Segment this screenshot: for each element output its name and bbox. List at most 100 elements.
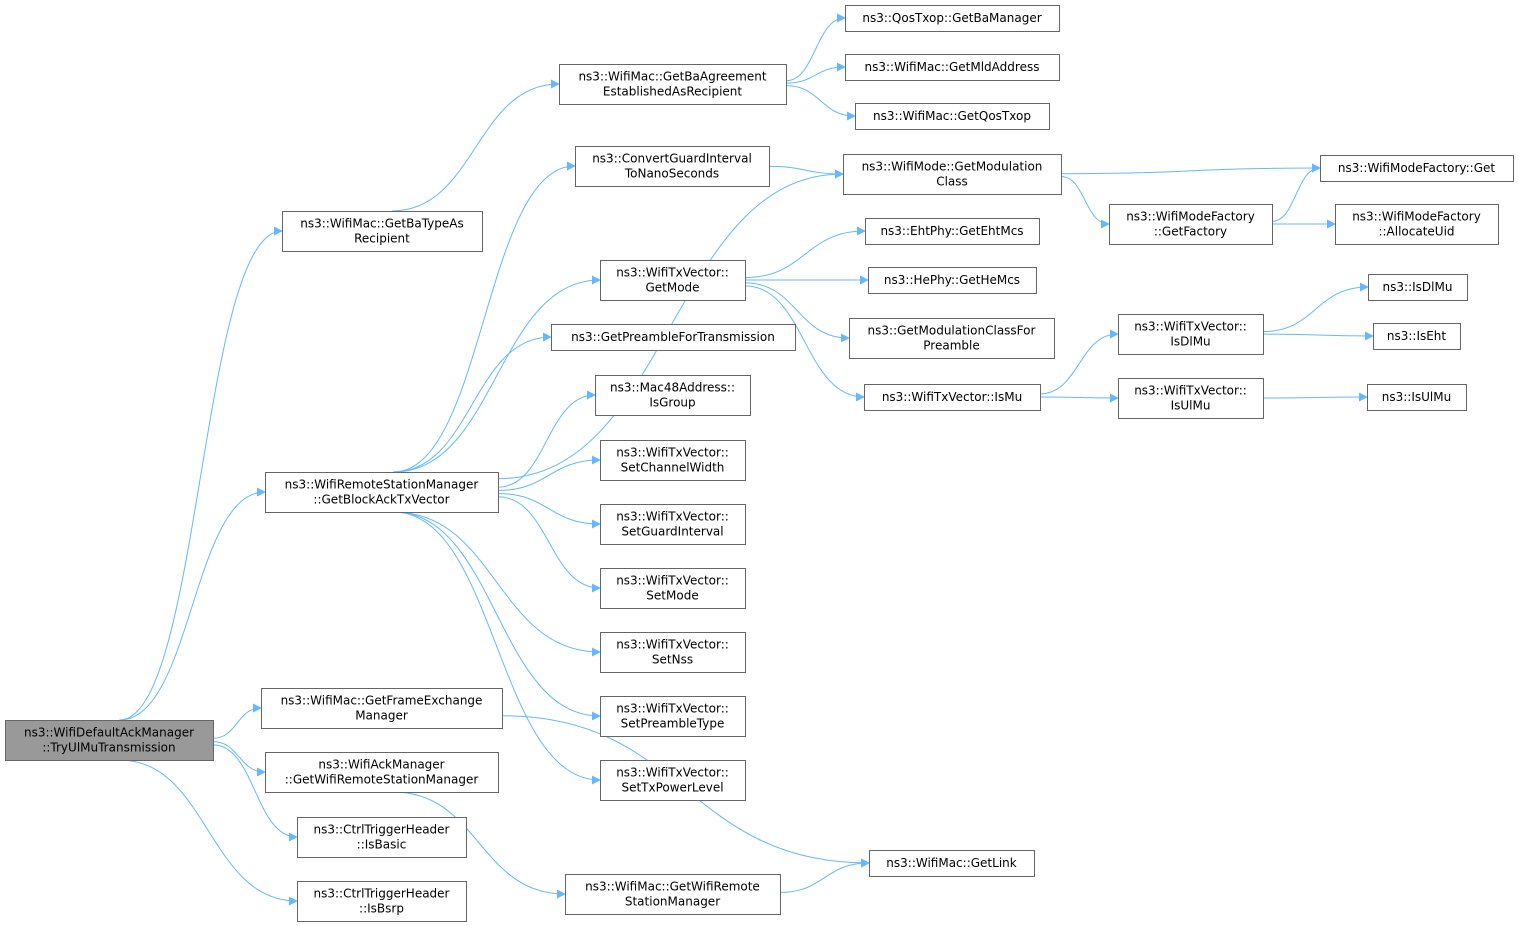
node-get-ba-agreement-established-as-recipient[interactable]: ns3::WifiMac::GetBaAgreementEstablishedA… xyxy=(559,64,787,105)
node-is-ul-mu[interactable]: ns3::IsUlMu xyxy=(1367,384,1467,411)
node-label-line: SetNss xyxy=(652,653,693,667)
node-allocate-uid[interactable]: ns3::WifiModeFactory::AllocateUid xyxy=(1335,204,1499,245)
edge-get-factory-to-factory-get xyxy=(1271,163,1321,222)
node-set-tx-power-level[interactable]: ns3::WifiTxVector::SetTxPowerLevel xyxy=(600,760,746,801)
node-get-preamble-for-transmission[interactable]: ns3::GetPreambleForTransmission xyxy=(551,324,796,351)
node-set-channel-width[interactable]: ns3::WifiTxVector::SetChannelWidth xyxy=(600,440,746,481)
node-label-line: IsGroup xyxy=(649,396,695,410)
node-label-line: ns3::GetModulationClassFor xyxy=(868,324,1036,338)
node-box xyxy=(600,568,746,609)
node-label-line: EstablishedAsRecipient xyxy=(603,85,743,99)
node-label-line: ns3::WifiTxVector:: xyxy=(616,574,729,588)
node-box xyxy=(297,881,467,922)
node-is-eht[interactable]: ns3::IsEht xyxy=(1373,323,1461,350)
node-label-line: GetMode xyxy=(645,281,699,295)
node-box xyxy=(864,384,1041,411)
node-box xyxy=(559,64,787,105)
node-get-eht-mcs[interactable]: ns3::EhtPhy::GetEhtMcs xyxy=(865,218,1040,245)
node-get-block-ack-tx-vector[interactable]: ns3::WifiRemoteStationManager::GetBlockA… xyxy=(265,472,499,513)
node-label-line: ns3::WifiTxVector:: xyxy=(616,766,729,780)
edge-tx-is-ul-mu-to-is-ul-mu xyxy=(1262,392,1368,402)
node-label-line: ns3::WifiMac::GetWifiRemote xyxy=(585,880,760,894)
node-get-he-mcs[interactable]: ns3::HePhy::GetHeMcs xyxy=(868,267,1037,294)
edge-get-block-ack-tx-vector-to-get-preamble-for-transmission xyxy=(393,332,552,473)
node-ack-get-wifi-remote-station-manager[interactable]: ns3::WifiAckManager::GetWifiRemoteStatio… xyxy=(265,752,499,793)
node-label-line: ns3::WifiModeFactory xyxy=(1352,210,1481,224)
node-get-mld-address[interactable]: ns3::WifiMac::GetMldAddress xyxy=(845,54,1060,81)
node-label-line: ns3::WifiMac::GetMldAddress xyxy=(865,60,1040,74)
edge-get-block-ack-tx-vector-to-convert-guard-interval xyxy=(393,161,576,473)
node-label-line: Manager xyxy=(355,709,408,723)
edge-get-ba-agreement-established-as-recipient-to-get-ba-manager xyxy=(785,13,846,82)
node-get-link[interactable]: ns3::WifiMac::GetLink xyxy=(869,850,1035,877)
node-label-line: Class xyxy=(936,175,968,189)
node-get-modulation-class[interactable]: ns3::WifiMode::GetModulationClass xyxy=(843,154,1062,195)
node-box xyxy=(600,696,746,737)
node-label-line: ns3::WifiRemoteStationManager xyxy=(285,478,479,492)
node-label-line: IsUlMu xyxy=(1171,399,1211,413)
node-get-ba-manager[interactable]: ns3::QosTxop::GetBaManager xyxy=(845,5,1060,32)
node-get-factory[interactable]: ns3::WifiModeFactory::GetFactory xyxy=(1109,204,1273,245)
node-label-line: ns3::WifiTxVector:: xyxy=(1134,384,1247,398)
node-label-line: ns3::WifiMac::GetQosTxop xyxy=(873,109,1031,123)
node-label-line: ns3::Mac48Address:: xyxy=(610,381,735,395)
edge-root-to-get-frame-exchange-manager xyxy=(212,703,262,739)
node-label-line: ns3::WifiDefaultAckManager xyxy=(24,726,194,740)
node-box xyxy=(595,375,751,416)
node-box xyxy=(849,318,1055,359)
node-box xyxy=(5,720,214,761)
node-factory-get[interactable]: ns3::WifiModeFactory::Get xyxy=(1320,155,1514,182)
node-is-mu[interactable]: ns3::WifiTxVector::IsMu xyxy=(864,384,1041,411)
edge-get-block-ack-tx-vector-to-set-nss xyxy=(393,511,601,657)
node-is-bsrp[interactable]: ns3::CtrlTriggerHeader::IsBsrp xyxy=(297,881,467,922)
node-box xyxy=(600,440,746,481)
node-box xyxy=(600,504,746,545)
node-box xyxy=(297,817,467,858)
edge-get-block-ack-tx-vector-to-get-mode xyxy=(393,275,601,473)
node-label-line: ::GetFactory xyxy=(1154,225,1227,239)
edge-get-block-ack-tx-vector-to-set-mode xyxy=(497,496,601,593)
node-set-preamble-type[interactable]: ns3::WifiTxVector::SetPreambleType xyxy=(600,696,746,737)
edge-get-block-ack-tx-vector-to-set-channel-width xyxy=(497,455,601,491)
node-label-line: ns3::WifiTxVector:: xyxy=(616,510,729,524)
node-box xyxy=(600,632,746,673)
edge-root-to-get-ba-type-as-recipient xyxy=(119,226,283,721)
edge-root-to-is-basic xyxy=(212,744,298,842)
node-mac-get-wifi-remote-station-manager[interactable]: ns3::WifiMac::GetWifiRemoteStationManage… xyxy=(565,874,781,915)
node-get-qos-txop[interactable]: ns3::WifiMac::GetQosTxop xyxy=(855,103,1050,130)
node-label-line: ns3::QosTxop::GetBaManager xyxy=(862,11,1041,25)
node-box xyxy=(551,324,796,351)
node-label-line: ns3::IsUlMu xyxy=(1382,390,1451,404)
node-get-mode[interactable]: ns3::WifiTxVector::GetMode xyxy=(600,260,746,301)
edge-tx-is-dl-mu-to-is-dl-mu xyxy=(1262,282,1369,333)
edge-root-to-is-bsrp xyxy=(119,759,298,906)
edge-get-mode-to-is-mu xyxy=(744,285,865,402)
node-is-group[interactable]: ns3::Mac48Address::IsGroup xyxy=(595,375,751,416)
node-set-guard-interval[interactable]: ns3::WifiTxVector::SetGuardInterval xyxy=(600,504,746,545)
node-label-line: ns3::WifiModeFactory::Get xyxy=(1338,161,1495,175)
node-tx-is-dl-mu[interactable]: ns3::WifiTxVector::IsDlMu xyxy=(1118,314,1264,355)
edge-get-modulation-class-to-get-factory xyxy=(1060,176,1110,229)
node-is-basic[interactable]: ns3::CtrlTriggerHeader::IsBasic xyxy=(297,817,467,858)
node-box xyxy=(600,760,746,801)
node-is-dl-mu[interactable]: ns3::IsDlMu xyxy=(1368,274,1468,301)
node-label-line: ns3::EhtPhy::GetEhtMcs xyxy=(880,224,1023,238)
node-label-line: ns3::WifiMac::GetBaTypeAs xyxy=(300,217,463,231)
node-label-line: ::AllocateUid xyxy=(1378,225,1454,239)
node-root[interactable]: ns3::WifiDefaultAckManager::TryUlMuTrans… xyxy=(5,720,214,761)
node-label-line: ::TryUlMuTransmission xyxy=(42,741,175,755)
node-box xyxy=(1368,274,1468,301)
node-set-mode[interactable]: ns3::WifiTxVector::SetMode xyxy=(600,568,746,609)
edge-get-block-ack-tx-vector-to-set-guard-interval xyxy=(497,493,601,529)
node-set-nss[interactable]: ns3::WifiTxVector::SetNss xyxy=(600,632,746,673)
node-tx-is-ul-mu[interactable]: ns3::WifiTxVector::IsUlMu xyxy=(1118,378,1264,419)
node-label-line: ns3::HePhy::GetHeMcs xyxy=(884,273,1020,287)
edge-get-block-ack-tx-vector-to-set-preamble-type xyxy=(393,511,601,721)
node-label-line: ToNanoSeconds xyxy=(624,167,719,181)
edge-convert-guard-interval-to-get-modulation-class xyxy=(768,165,844,179)
